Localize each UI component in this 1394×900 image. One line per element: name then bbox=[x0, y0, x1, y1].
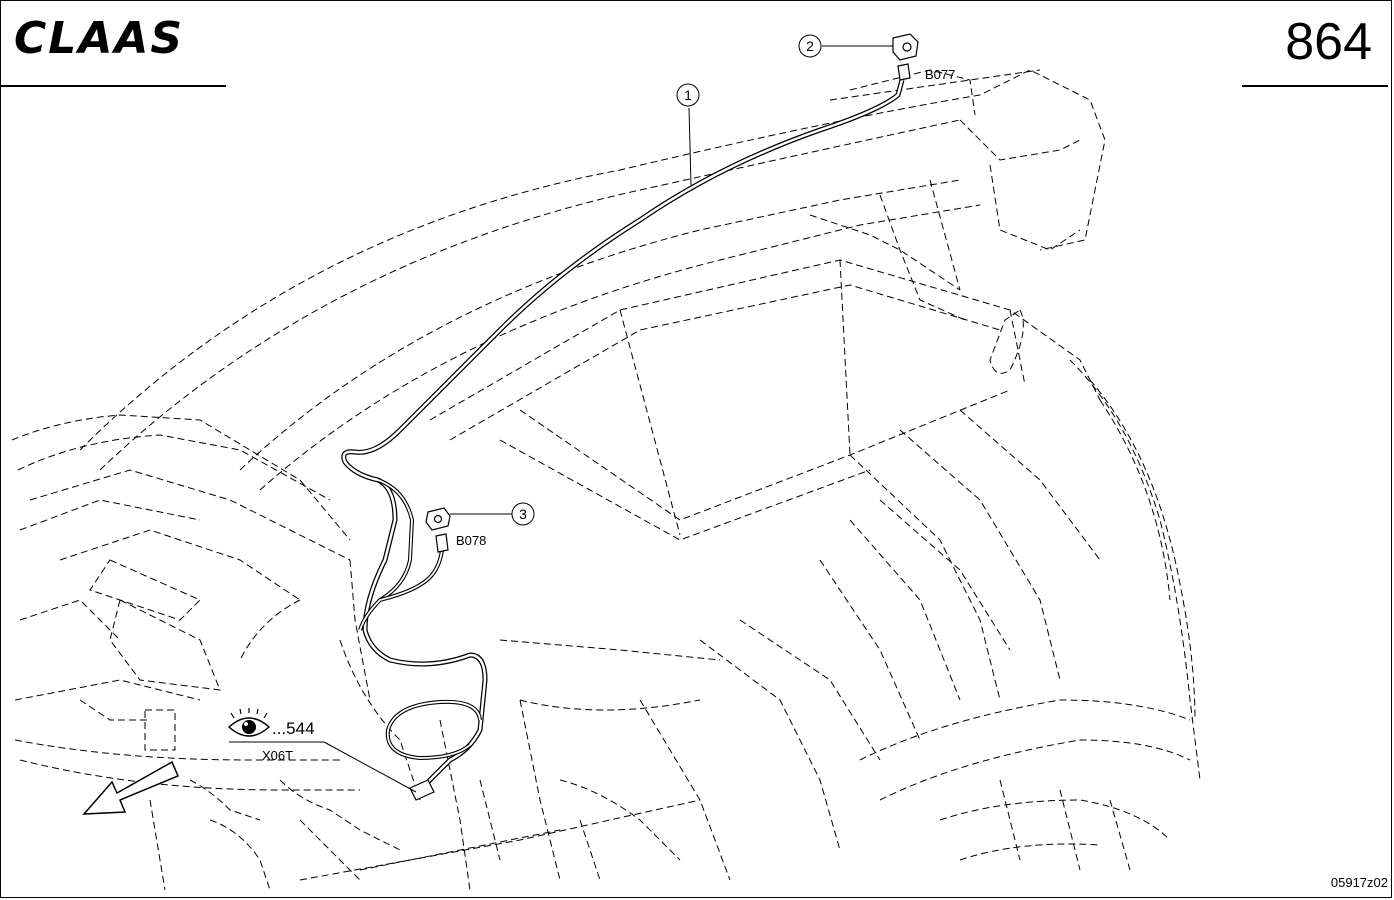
header-rule-right bbox=[1242, 85, 1388, 87]
eye-icon bbox=[227, 708, 271, 737]
claas-logo: CLAAS bbox=[14, 13, 185, 64]
callout-2-number: 2 bbox=[806, 38, 814, 54]
direction-arrow-icon bbox=[82, 760, 179, 815]
b077-label: B077 bbox=[925, 67, 955, 82]
sensor-b078 bbox=[425, 507, 451, 553]
drawing-id: 05917z02 bbox=[1330, 875, 1388, 890]
page-number: 864 bbox=[1285, 13, 1372, 71]
callout-3-circle bbox=[511, 502, 535, 526]
callout-1-number: 1 bbox=[684, 87, 692, 103]
callout-1-leader bbox=[688, 107, 692, 186]
reference-leader bbox=[323, 741, 417, 793]
callout-2-circle bbox=[798, 34, 822, 58]
b078-label: B078 bbox=[456, 533, 486, 548]
connector-label: X06T bbox=[262, 748, 293, 763]
connector-x06t bbox=[409, 779, 435, 801]
callout-1-circle bbox=[676, 83, 700, 107]
header-rule-left bbox=[0, 85, 226, 87]
callout-3-number: 3 bbox=[519, 506, 527, 522]
reference-page[interactable]: ...544 bbox=[272, 719, 315, 738]
sensor-b077 bbox=[892, 33, 919, 81]
wiring-harness bbox=[341, 79, 905, 792]
machine-outline bbox=[11, 69, 1201, 891]
